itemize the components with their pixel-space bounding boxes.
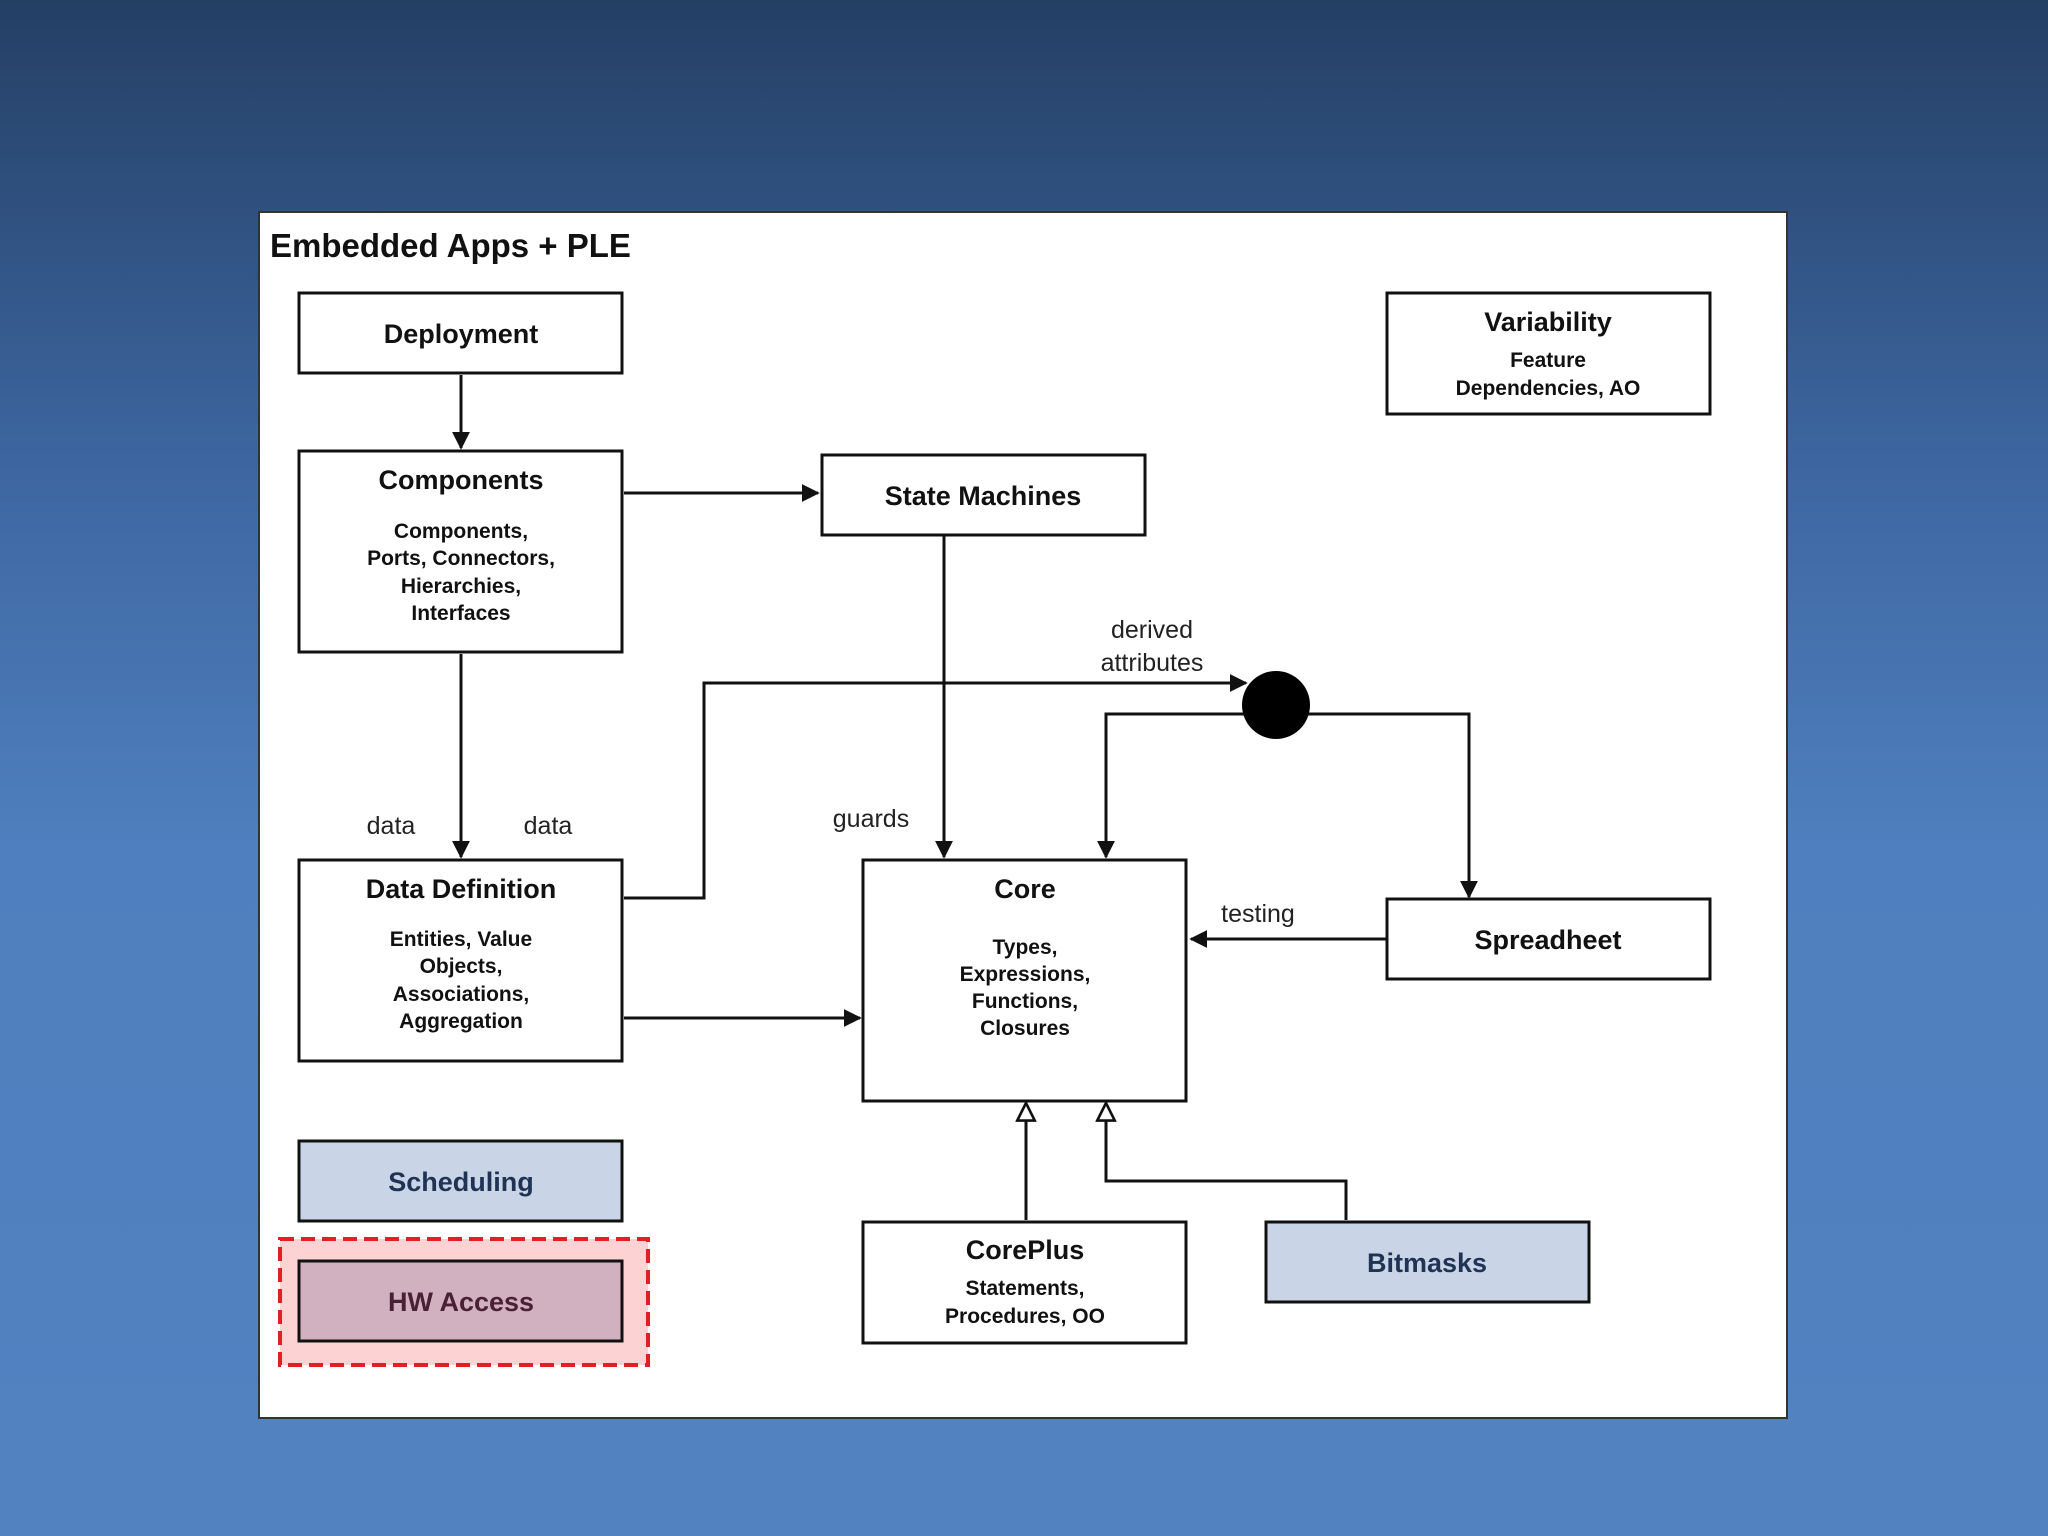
diagram-title: Embedded Apps + PLE xyxy=(270,227,631,264)
edge-junction-core xyxy=(1097,712,1277,859)
node-spreadsheet-title: Spreadheet xyxy=(1474,925,1621,955)
node-deployment[interactable]: Deployment xyxy=(297,291,624,375)
label-guards: guards xyxy=(833,805,909,833)
label-testing: testing xyxy=(1221,900,1295,928)
edge-datadefinition-derived xyxy=(624,674,1248,900)
node-core-line: Types, xyxy=(993,936,1058,959)
node-core-line: Expressions, xyxy=(960,963,1091,986)
node-hw-access-title: HW Access xyxy=(388,1287,534,1317)
node-components-line: Components, xyxy=(394,520,528,543)
node-core-title: Core xyxy=(994,874,1056,904)
node-deployment-title: Deployment xyxy=(384,319,539,349)
node-coreplus-line: Statements, xyxy=(965,1277,1084,1300)
node-data-definition-line: Associations, xyxy=(393,983,530,1006)
node-data-definition-title: Data Definition xyxy=(366,874,557,904)
node-components-title: Components xyxy=(379,465,544,495)
node-variability[interactable]: Variability Feature Dependencies, AO xyxy=(1385,291,1712,416)
node-core[interactable]: Core Types, Expressions, Functions, Clos… xyxy=(861,858,1188,1103)
node-data-definition-line: Aggregation xyxy=(399,1010,523,1033)
node-coreplus[interactable]: CorePlus Statements, Procedures, OO xyxy=(861,1220,1188,1345)
node-state-machines-title: State Machines xyxy=(885,481,1082,511)
node-variability-title: Variability xyxy=(1484,307,1612,337)
node-components[interactable]: Components Components, Ports, Connectors… xyxy=(297,449,624,654)
node-hw-access[interactable]: HW Access xyxy=(297,1259,624,1343)
node-bitmasks[interactable]: Bitmasks xyxy=(1264,1220,1591,1304)
node-variability-line: Feature xyxy=(1510,349,1586,372)
node-variability-line: Dependencies, AO xyxy=(1456,377,1641,400)
node-state-machines[interactable]: State Machines xyxy=(820,453,1147,537)
node-coreplus-line: Procedures, OO xyxy=(945,1305,1105,1328)
node-data-definition-line: Entities, Value xyxy=(390,928,532,951)
node-components-line: Ports, Connectors, xyxy=(367,547,555,570)
edge-bitmasks-core xyxy=(1106,1103,1348,1220)
node-data-definition[interactable]: Data Definition Entities, Value Objects,… xyxy=(297,858,624,1063)
architecture-diagram: Embedded Apps + PLE data data guards der… xyxy=(270,227,1712,1367)
diagram-panel: Embedded Apps + PLE data data guards der… xyxy=(258,211,1788,1419)
node-coreplus-title: CorePlus xyxy=(966,1235,1085,1265)
junction-dot xyxy=(1242,671,1310,739)
node-scheduling[interactable]: Scheduling xyxy=(297,1139,624,1223)
label-derived: derived xyxy=(1111,616,1193,644)
node-components-line: Interfaces xyxy=(411,602,510,625)
edges xyxy=(452,375,1478,1220)
node-components-line: Hierarchies, xyxy=(401,575,521,598)
node-spreadsheet[interactable]: Spreadheet xyxy=(1385,897,1712,981)
node-bitmasks-title: Bitmasks xyxy=(1367,1248,1487,1278)
label-data-right: data xyxy=(524,812,573,840)
node-core-line: Functions, xyxy=(972,990,1078,1013)
label-data-left: data xyxy=(367,812,416,840)
node-core-line: Closures xyxy=(980,1017,1070,1040)
node-data-definition-line: Objects, xyxy=(420,955,503,978)
edge-junction-spreadsheet xyxy=(1277,712,1478,899)
label-attributes: attributes xyxy=(1101,649,1204,677)
node-scheduling-title: Scheduling xyxy=(388,1167,534,1197)
